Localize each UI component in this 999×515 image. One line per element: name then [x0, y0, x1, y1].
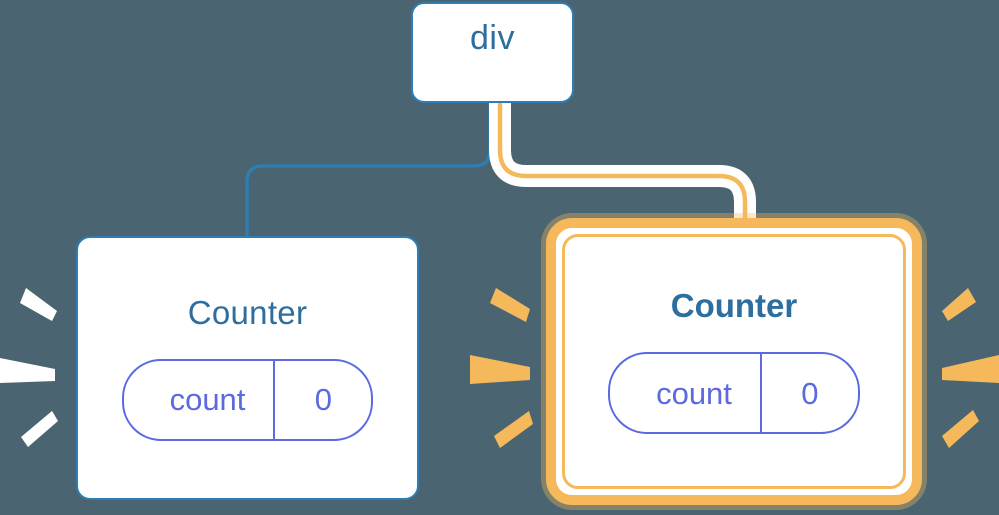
state-key: count: [169, 382, 246, 417]
state-pill-counter-left[interactable]: count 0: [121, 358, 374, 441]
sparkle-ray-lower: [21, 411, 58, 447]
node-counter-right[interactable]: Counter count 0: [562, 234, 906, 489]
state-value: 0: [759, 354, 858, 432]
sparkle-burst-middle-amber: [470, 288, 533, 448]
node-counter-left[interactable]: Counter count 0: [76, 236, 419, 500]
node-counter-left-title: Counter: [187, 293, 308, 331]
sparkle-ray-upper: [942, 288, 976, 321]
node-counter-right-title: Counter: [670, 287, 798, 324]
sparkle-ray-lower: [494, 411, 533, 448]
node-counter-right-highlight-ring: Counter count 0: [546, 218, 922, 505]
sparkle-ray-upper: [20, 288, 57, 321]
state-value: 0: [273, 360, 371, 439]
sparkle-ray-middle: [942, 355, 999, 383]
state-key: count: [656, 375, 732, 411]
node-div-label: div: [470, 18, 515, 57]
sparkle-burst-left-node-white: [0, 288, 58, 447]
edge-div-to-counter-right: [497, 103, 748, 232]
sparkle-ray-upper: [490, 288, 530, 322]
sparkle-ray-lower: [942, 410, 979, 448]
edge-div-to-counter-left: [245, 103, 492, 238]
state-pill-counter-right[interactable]: count 0: [608, 352, 860, 434]
node-div[interactable]: div: [411, 2, 574, 103]
sparkle-ray-middle: [470, 355, 530, 384]
sparkle-burst-right-node-amber: [942, 288, 999, 448]
sparkle-ray-middle: [0, 358, 55, 383]
